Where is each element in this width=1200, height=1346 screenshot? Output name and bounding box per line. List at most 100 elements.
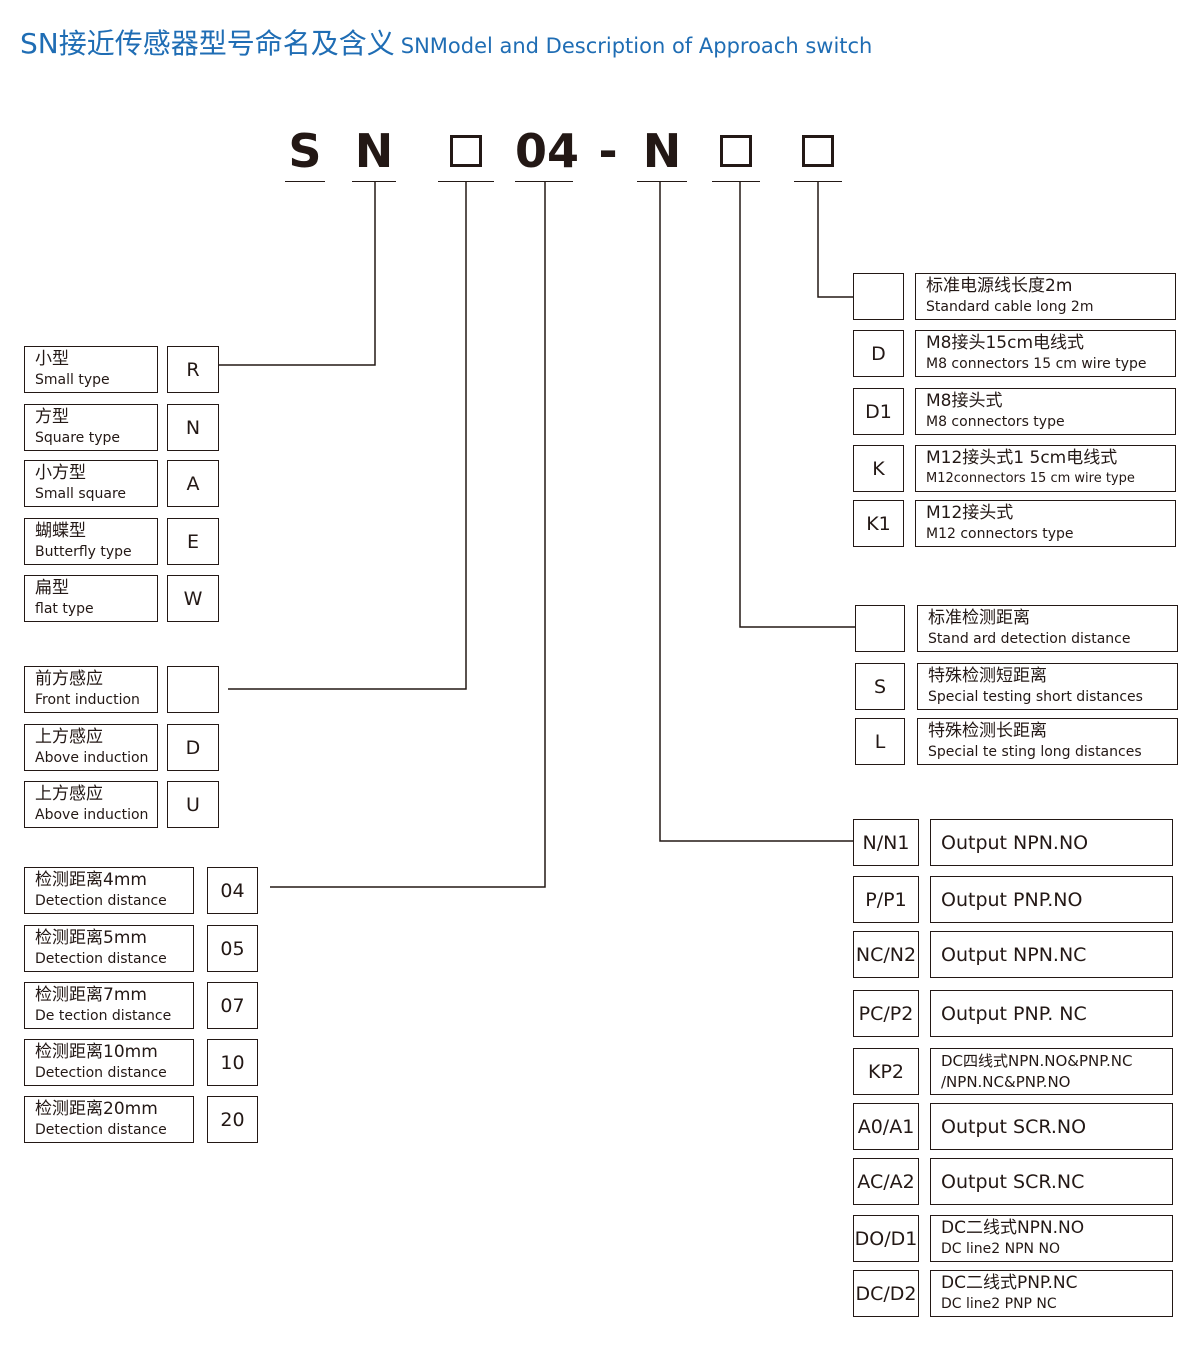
model-segment-detection-placeholder xyxy=(712,122,760,180)
distance-option-label: 检测距离7mm De tection distance xyxy=(24,982,194,1029)
option-label: Output NPN.NC xyxy=(941,943,1087,966)
option-label-en: Special testing short distances xyxy=(928,689,1143,705)
distance-option-code: 10 xyxy=(207,1039,258,1086)
option-label-line2: /NPN.NC&PNP.NO xyxy=(941,1073,1071,1091)
distance-option-code: 20 xyxy=(207,1096,258,1143)
output-option-code: A0/A1 xyxy=(853,1103,919,1150)
option-label-zh: 标准电源线长度2m xyxy=(926,276,1073,296)
option-label-zh: 扁型 xyxy=(35,578,69,598)
option-label-zh: 检测距离4mm xyxy=(35,870,147,890)
shape-option-label: 扁型 flat type xyxy=(24,575,158,622)
option-label-zh: M8接头15cm电线式 xyxy=(926,333,1085,353)
option-label-en: Detection distance xyxy=(35,893,167,909)
output-option-code: DO/D1 xyxy=(853,1215,919,1262)
option-label: Output NPN.NO xyxy=(941,831,1089,854)
option-label-line1: DC四线式NPN.NO&PNP.NC xyxy=(941,1052,1133,1070)
cable-option-code: K1 xyxy=(853,500,904,547)
option-label-en: M12connectors 15 cm wire type xyxy=(926,471,1135,486)
shape-option-code: A xyxy=(167,460,219,507)
cable-option-code: K xyxy=(853,445,904,492)
output-option-code: PC/P2 xyxy=(853,990,919,1037)
underline xyxy=(438,181,494,182)
option-label-zh: 上方感应 xyxy=(35,784,103,804)
option-label-en: M8 connectors 15 cm wire type xyxy=(926,356,1147,372)
induction-option-code xyxy=(167,666,219,713)
option-label: Output SCR.NC xyxy=(941,1170,1085,1193)
cable-option-code xyxy=(853,273,904,320)
distance-option-code: 05 xyxy=(207,925,258,972)
empty-square-icon xyxy=(802,135,834,167)
title-chinese: SN接近传感器型号命名及含义 xyxy=(20,27,395,60)
option-label-line1: DC二线式NPN.NO xyxy=(941,1218,1085,1238)
detection-option-code: S xyxy=(855,663,905,710)
underline xyxy=(285,181,325,182)
output-option-label: DC二线式PNP.NC DC line2 PNP NC xyxy=(930,1270,1173,1317)
cable-option-code: D xyxy=(853,330,904,377)
output-option-code: DC/D2 xyxy=(853,1270,919,1317)
option-label-zh: 检测距离20mm xyxy=(35,1099,158,1119)
option-label-line2: DC line2 NPN NO xyxy=(941,1241,1060,1257)
distance-option-code: 04 xyxy=(207,867,258,914)
shape-option-code: N xyxy=(167,404,219,451)
option-label-en: Above induction xyxy=(35,807,149,823)
cable-option-label: M12接头式1 5cm电线式 M12connectors 15 cm wire … xyxy=(915,445,1176,492)
option-label: Output PNP.NO xyxy=(941,888,1083,911)
underline xyxy=(515,181,573,182)
option-label-zh: 上方感应 xyxy=(35,727,103,747)
option-label-en: Detection distance xyxy=(35,951,167,967)
title-english: SNModel and Description of Approach swit… xyxy=(400,34,873,58)
empty-square-icon xyxy=(450,135,482,167)
option-label-zh: M12接头式 xyxy=(926,503,1014,523)
induction-option-code: U xyxy=(167,781,219,828)
option-label-zh: 检测距离5mm xyxy=(35,928,147,948)
induction-option-label: 前方感应 Front induction xyxy=(24,666,158,713)
cable-option-label: M8接头15cm电线式 M8 connectors 15 cm wire typ… xyxy=(915,330,1176,377)
distance-option-label: 检测距离10mm Detection distance xyxy=(24,1039,194,1086)
option-label-zh: 小型 xyxy=(35,349,69,369)
connector-detection xyxy=(739,182,855,628)
underline xyxy=(637,181,687,182)
output-option-label: DC四线式NPN.NO&PNP.NC /NPN.NC&PNP.NO xyxy=(930,1048,1173,1095)
model-segment-s: S xyxy=(288,124,322,178)
detection-option-label: 特殊检测长距离 Special te sting long distances xyxy=(917,718,1178,765)
distance-option-code: 07 xyxy=(207,982,258,1029)
shape-option-label: 方型 Square type xyxy=(24,404,158,451)
model-segment-dash: - xyxy=(598,124,618,178)
output-option-label: Output PNP.NO xyxy=(930,876,1173,923)
empty-square-icon xyxy=(720,135,752,167)
model-segment-distance: 04 xyxy=(515,124,580,178)
option-label-zh: M12接头式1 5cm电线式 xyxy=(926,448,1118,468)
detection-option-label: 特殊检测短距离 Special testing short distances xyxy=(917,663,1178,710)
output-option-label: Output PNP. NC xyxy=(930,990,1173,1037)
option-label-zh: 方型 xyxy=(35,407,69,427)
option-label-en: Above induction xyxy=(35,750,149,766)
underline xyxy=(712,181,760,182)
shape-option-label: 小方型 Small square xyxy=(24,460,158,507)
option-label-en: Standard cable long 2m xyxy=(926,299,1094,315)
connector-shape xyxy=(219,182,376,366)
shape-option-label: 蝴蝶型 Butterfly type xyxy=(24,518,158,565)
option-label-en: flat type xyxy=(35,601,94,617)
distance-option-label: 检测距离5mm Detection distance xyxy=(24,925,194,972)
output-option-code: AC/A2 xyxy=(853,1158,919,1205)
underline xyxy=(352,181,396,182)
option-label-en: Small square xyxy=(35,486,127,502)
distance-option-label: 检测距离4mm Detection distance xyxy=(24,867,194,914)
option-label-line2: DC line2 PNP NC xyxy=(941,1296,1057,1312)
option-label: Output PNP. NC xyxy=(941,1002,1087,1025)
output-option-label: Output SCR.NC xyxy=(930,1158,1173,1205)
output-option-code: KP2 xyxy=(853,1048,919,1095)
connector-output xyxy=(659,182,853,842)
induction-option-label: 上方感应 Above induction xyxy=(24,724,158,771)
cable-option-label: 标准电源线长度2m Standard cable long 2m xyxy=(915,273,1176,320)
shape-option-code: R xyxy=(167,346,219,393)
model-segment-output: N xyxy=(642,124,682,178)
option-label-en: Front induction xyxy=(35,692,140,708)
induction-option-label: 上方感应 Above induction xyxy=(24,781,158,828)
detection-option-code: L xyxy=(855,718,905,765)
output-option-code: P/P1 xyxy=(853,876,919,923)
induction-option-code: D xyxy=(167,724,219,771)
output-option-label: DC二线式NPN.NO DC line2 NPN NO xyxy=(930,1215,1173,1262)
